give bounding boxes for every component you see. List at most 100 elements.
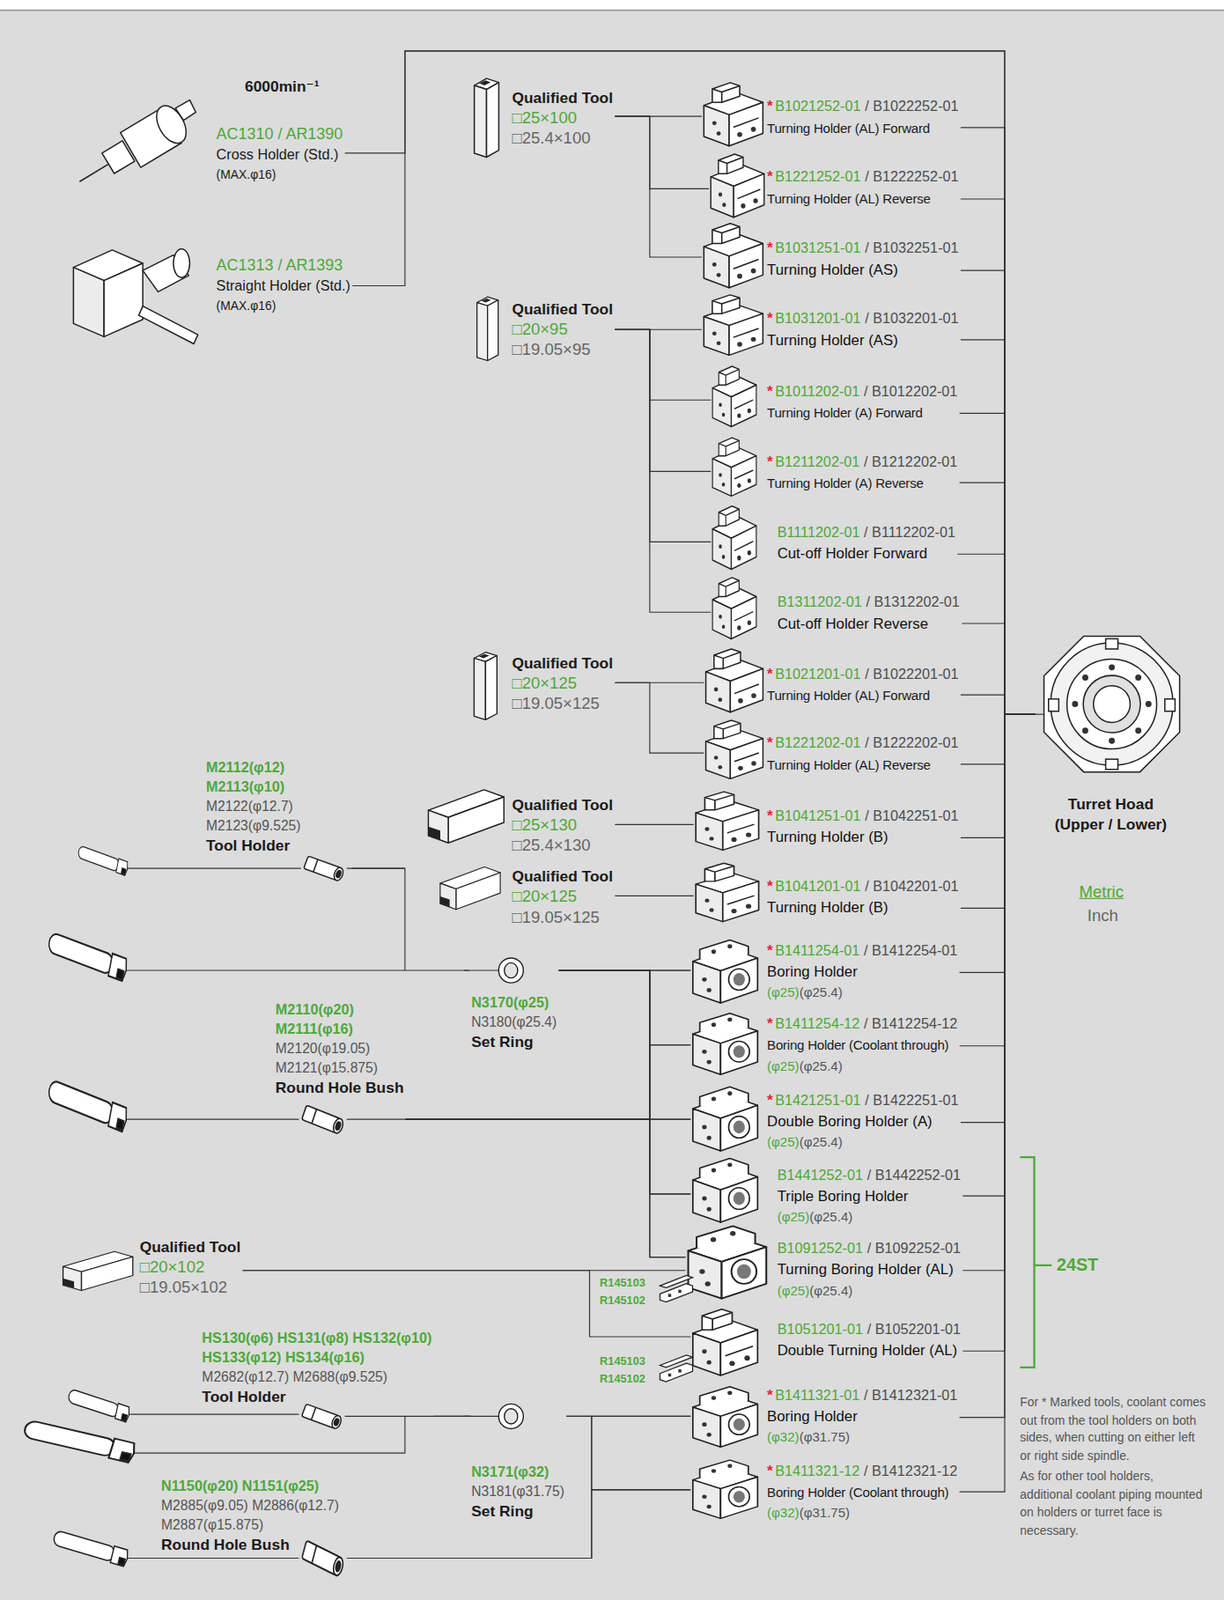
part-text: / B1312202-01	[865, 591, 959, 613]
drawing-rect	[0, 10, 1224, 1600]
drawing-rect	[1106, 638, 1119, 649]
text-row: Turning Holder (AL) Forward	[766, 117, 959, 139]
text-label: Inch	[1087, 906, 1119, 927]
part-text: (φ25)	[766, 1055, 800, 1076]
part-text: Turning Holder (AL) Reverse	[766, 187, 931, 209]
drawing-use	[693, 1309, 759, 1376]
drawing-use	[695, 862, 759, 922]
part-text: / B1412254-12	[863, 1013, 958, 1035]
text-row: Turning Holder (A) Forward	[766, 402, 958, 424]
drawing-circle	[1083, 675, 1141, 733]
part-node: *B1021252-01/ B1022252-01Turning Holder …	[701, 81, 961, 148]
text-row: Cut-off Holder Forward	[777, 542, 956, 564]
drawing-rect	[1106, 759, 1119, 770]
part-text: □25×130	[511, 814, 577, 835]
text-row: *B1021252-01/ B1022252-01	[766, 95, 959, 118]
part-text: *	[766, 1383, 774, 1405]
note-box: For * Marked tools, coolant comes out fr…	[1019, 1393, 1209, 1541]
part-text: □19.05×125	[511, 693, 599, 714]
drawing-rect	[1165, 699, 1176, 712]
drawing-use	[712, 506, 757, 570]
part-text: B1411321-12	[774, 1459, 860, 1482]
part-text: □20×102	[140, 1256, 206, 1277]
part-text: N3171(φ32)	[471, 1462, 549, 1483]
text-row: Double Turning Holder (AL)	[777, 1340, 961, 1362]
text-row: (φ25)(φ25.4)	[766, 1132, 959, 1152]
connector-line	[962, 714, 1035, 1271]
part-node: *B1041251-01/ B1042251-01Turning Holder …	[693, 790, 961, 853]
connector-line	[352, 51, 1036, 715]
part-text: / B1442252-01	[867, 1164, 961, 1186]
part-text: □20×125	[511, 672, 577, 694]
part-text: / B1092252-01	[867, 1238, 961, 1260]
connector-line	[960, 714, 1036, 908]
text-row: AC1310 / AR1390	[216, 123, 344, 144]
drawing-g	[123, 714, 1046, 1558]
part-text: Turning Holder (AL) Forward	[766, 685, 930, 707]
part-text: (φ32)	[766, 1427, 800, 1447]
part-text: (φ25.4)	[809, 1280, 853, 1300]
part-text: N3180(φ25.4)	[471, 1012, 557, 1033]
part-text: B1041251-01	[774, 804, 861, 826]
part-text: *	[766, 165, 774, 187]
part-text: (MAX.φ16)	[216, 165, 277, 185]
connector-line	[614, 329, 711, 542]
drawing-ellipse	[173, 249, 191, 278]
part-text: B1031251-01	[774, 237, 861, 259]
text-row: Boring Holder (Coolant through)	[766, 1482, 958, 1504]
drawing-g	[73, 100, 198, 345]
part-text: M2885(φ9.05) M2886(φ12.7)	[161, 1496, 340, 1516]
text-row: Set Ring	[471, 1501, 565, 1522]
text-row: *B1031201-01/ B1032201-01	[766, 307, 959, 330]
text-row: Turning Holder (AL) Reverse	[766, 753, 959, 775]
drawing-circle	[1082, 674, 1089, 681]
drawing-use	[712, 577, 757, 640]
connector-line	[559, 970, 686, 1258]
text-row: □19.05×125	[511, 693, 613, 714]
connector-line	[352, 868, 470, 971]
part-text: (φ31.75)	[799, 1503, 850, 1523]
part-text: (φ25)	[766, 982, 800, 1003]
part-text: *	[766, 449, 774, 472]
part-text: Double Turning Holder (AL)	[777, 1340, 958, 1362]
drawing-use	[303, 855, 346, 882]
text-row: M2111(φ16)	[275, 1019, 405, 1040]
part-text: B1221252-01	[774, 166, 861, 188]
connector-line	[959, 412, 1036, 715]
drawing-circle	[1135, 674, 1142, 681]
drawing-use	[473, 652, 497, 721]
text-row: N1150(φ20) N1151(φ25)	[161, 1476, 351, 1497]
text-row: *B1041251-01/ B1042251-01	[766, 803, 959, 826]
part-text: Qualified Tool	[511, 866, 613, 887]
part-text: / B1412321-01	[863, 1384, 958, 1406]
text-label: R145103	[599, 1275, 646, 1291]
drawing-use	[693, 939, 759, 1003]
part-node: *B1221202-01/ B1222202-01Turning Holder …	[703, 719, 961, 782]
part-text: (φ25)	[777, 1207, 811, 1227]
part-text: (φ25.4)	[799, 982, 843, 1003]
drawing-use	[302, 1105, 346, 1135]
text-row: □20×95	[511, 318, 613, 340]
part-text: Boring Holder (Coolant through)	[766, 1034, 949, 1056]
part-text: / B1032251-01	[864, 237, 959, 259]
part-text: HS133(φ12) HS134(φ16)	[201, 1348, 365, 1368]
part-text: *	[766, 236, 774, 259]
connector-line	[961, 623, 1036, 715]
text-row: Turning Holder (AL) Reverse	[766, 187, 959, 209]
text-row: (MAX.φ16)	[216, 164, 344, 185]
part-text: M2122(φ12.7)	[206, 796, 294, 817]
text-row: M2113(φ10)	[206, 777, 350, 797]
part-text: (φ25.4)	[799, 1055, 843, 1076]
part-text: / B1112202-01	[863, 521, 956, 543]
part-text: □19.05×125	[511, 906, 599, 928]
text-label: 24ST	[1056, 1253, 1099, 1276]
part-text: M2111(φ16)	[275, 1019, 354, 1040]
drawing-line	[0, 9, 1224, 12]
connector-line	[957, 553, 1035, 715]
part-text: AC1313 / AR1393	[216, 255, 344, 276]
part-node: HS130(φ6) HS131(φ8) HS132(φ10)HS133(φ12)…	[198, 1326, 435, 1431]
drawing-use	[706, 720, 764, 779]
drawing-circle	[1067, 659, 1158, 750]
part-text: Round Hole Bush	[161, 1534, 290, 1556]
part-text: B1311202-01	[777, 591, 863, 613]
